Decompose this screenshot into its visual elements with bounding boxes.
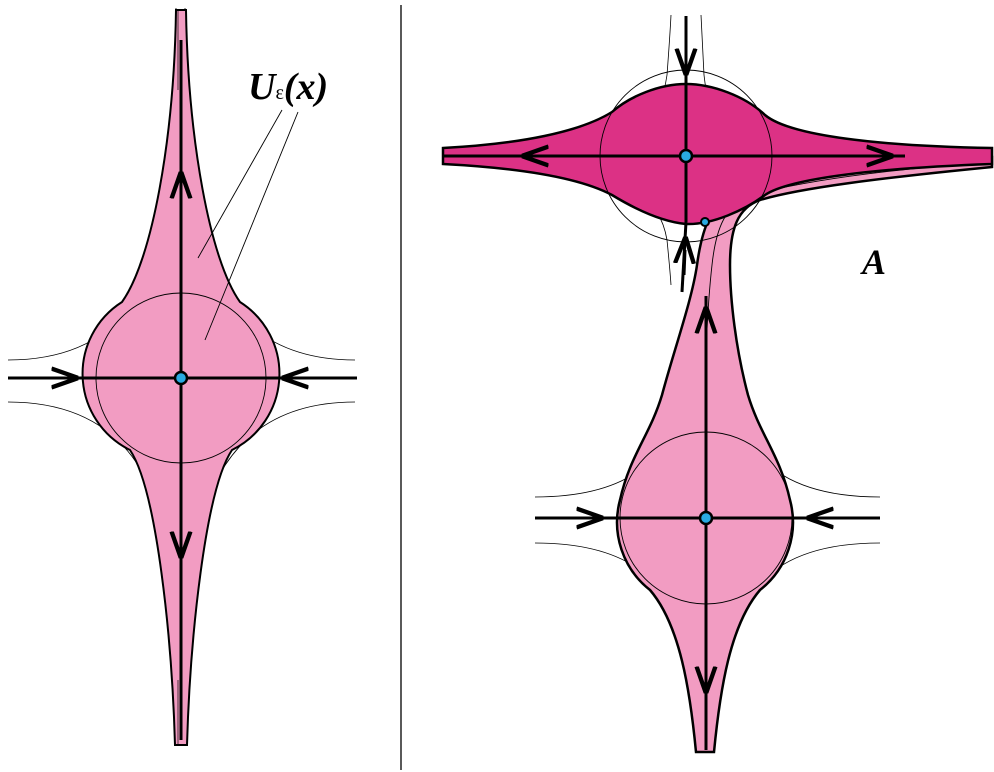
epsilon-subscript: ε — [275, 82, 283, 104]
u-epsilon-leader-lines — [197, 109, 299, 341]
left-saddle-point — [173, 370, 189, 386]
u-symbol: U — [248, 66, 278, 108]
right-lower-neighborhood-region — [615, 155, 994, 754]
u-argument: (x) — [284, 66, 328, 108]
right-upper-neighborhood-region — [441, 82, 994, 226]
region-a-label: A — [860, 242, 886, 282]
right-channel-entry-point — [700, 217, 710, 227]
left-panel: Uε(x) — [7, 7, 357, 746]
right-bottom-saddle-point — [698, 510, 714, 526]
right-flow-arrows — [535, 38, 880, 680]
left-separatrices — [8, 40, 357, 740]
u-epsilon-label: Uε(x) — [248, 66, 328, 108]
right-panel: A — [441, 14, 994, 754]
left-flow-arrows — [30, 185, 330, 545]
right-top-saddle-point — [678, 148, 694, 164]
